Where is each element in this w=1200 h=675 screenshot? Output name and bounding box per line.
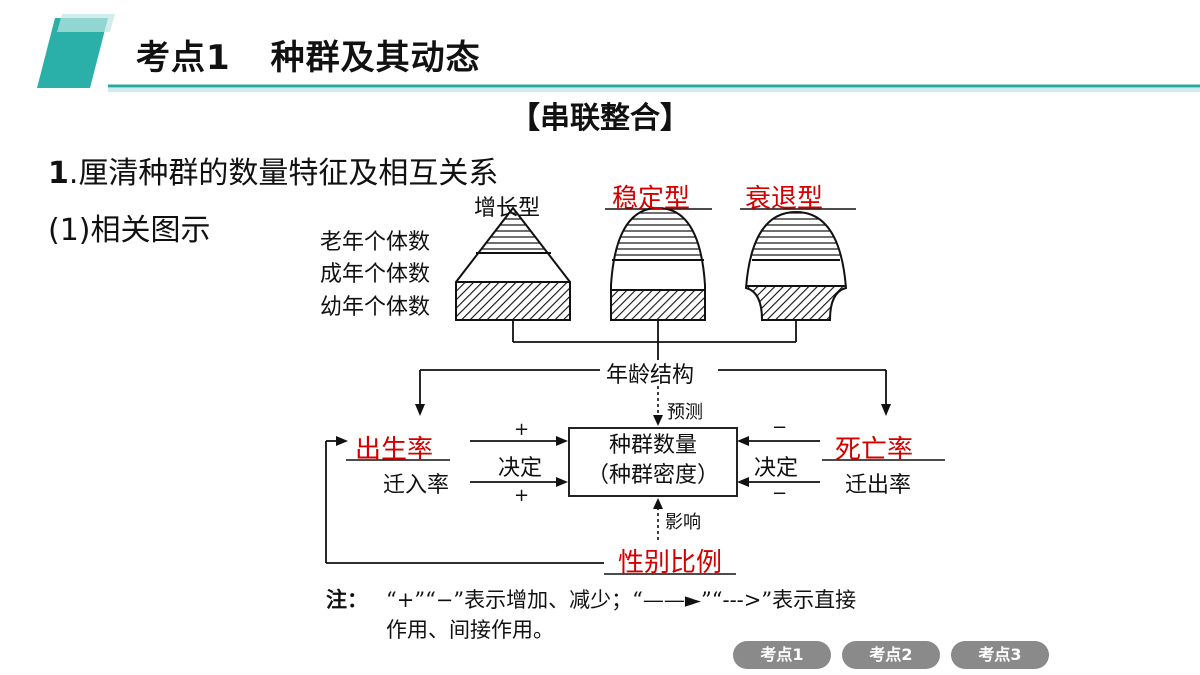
plus-top: + (514, 419, 530, 440)
center-line2: （种群密度） (586, 463, 719, 488)
stable-pyramid (610, 206, 706, 321)
influence-label: 影响 (665, 512, 701, 533)
note-line2: 作用、间接作用。 (386, 618, 554, 642)
death-rate-label: 死亡率 (835, 435, 914, 465)
stable-type-label: 稳定型 (612, 184, 691, 214)
emigration-rate-label: 迁出率 (845, 473, 912, 498)
decide-right-label: 决定 (754, 456, 799, 481)
row-label-adult: 成年个体数 (320, 262, 431, 287)
heading-text: .厘清种群的数量特征及相互关系 (68, 156, 499, 191)
decide-left-label: 决定 (498, 456, 543, 481)
minus-top: − (772, 417, 788, 438)
decline-type-label: 衰退型 (745, 184, 824, 214)
birth-rate-label: 出生率 (355, 435, 434, 465)
age-structure-label: 年龄结构 (606, 363, 695, 388)
nav-button-kaodian3[interactable]: 考点3 (951, 641, 1049, 669)
sex-ratio-label: 性别比例 (618, 548, 723, 578)
center-line1: 种群数量 (608, 433, 697, 458)
section-title: 【串联整合】 (510, 101, 690, 136)
population-density-box: 种群数量 （种群密度） (568, 427, 738, 497)
header-decoration (37, 14, 1200, 92)
heading-number: 1 (48, 156, 69, 191)
row-label-old: 老年个体数 (320, 230, 431, 255)
nav-button-kaodian2[interactable]: 考点2 (842, 641, 940, 669)
growth-type-label: 增长型 (474, 196, 541, 221)
header-title: 考点1 种群及其动态 (136, 30, 481, 79)
minus-bottom: − (772, 483, 788, 504)
immigration-rate-label: 迁入率 (383, 473, 450, 498)
subheading: (1)相关图示 (48, 213, 211, 248)
growth-pyramid (455, 206, 571, 321)
plus-bottom: + (514, 485, 530, 506)
decline-pyramid (744, 210, 848, 321)
header-title-prefix: 考点1 (136, 38, 231, 78)
note-label: 注： (326, 587, 368, 612)
nav-button-kaodian1[interactable]: 考点1 (733, 641, 831, 669)
header-title-main: 种群及其动态 (270, 38, 481, 78)
note-line1: “+”“−”表示增加、减少；“——►”“--->”表示直接 (386, 588, 857, 612)
section-heading: 1.厘清种群的数量特征及相互关系 (48, 148, 498, 192)
row-label-young: 幼年个体数 (320, 295, 431, 320)
predict-label: 预测 (667, 402, 703, 423)
